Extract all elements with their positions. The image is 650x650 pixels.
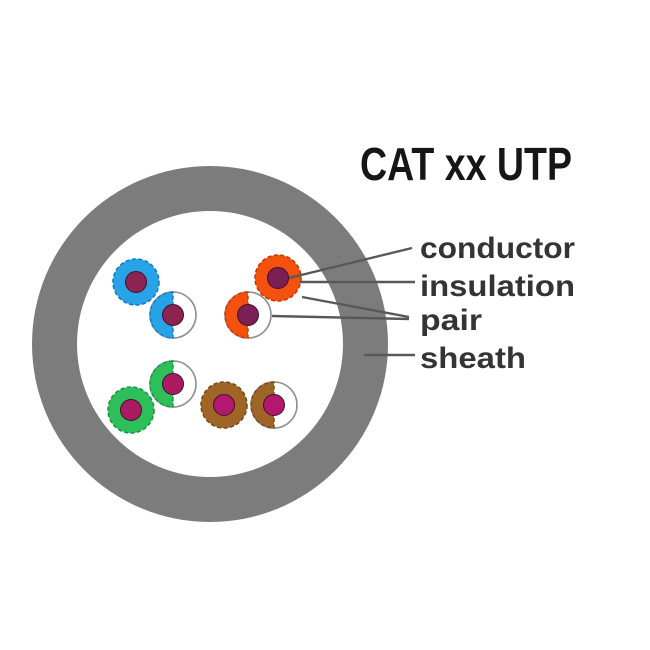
wire-pair-blue [112, 258, 197, 339]
wire-pair-green [107, 360, 197, 434]
orange-striped-wire-conductor [237, 304, 259, 326]
orange-solid-wire-conductor [267, 267, 289, 289]
label-sheath: sheath [420, 342, 526, 375]
wire-pair-brown [200, 381, 298, 429]
blue-striped-wire-color-half [149, 291, 174, 339]
diagram-title: CAT xx UTP [360, 138, 572, 190]
pair-pointer-line-solid [301, 295, 410, 319]
brown-solid-wire-conductor [213, 394, 235, 416]
brown-striped-wire-color-half [250, 381, 275, 429]
pair-pointer-line-striped [271, 314, 410, 321]
blue-solid-wire-conductor [125, 271, 147, 293]
wire-pair-orange [224, 254, 302, 339]
conductor-pointer-line [288, 246, 413, 280]
green-striped-wire-color-half [149, 360, 174, 408]
label-insulation: insulation [420, 270, 575, 303]
green-striped-wire-conductor [162, 373, 184, 395]
blue-striped-wire-conductor [162, 304, 184, 326]
label-pair: pair [420, 304, 482, 337]
brown-striped-wire-conductor [263, 394, 285, 416]
label-conductor: conductor [420, 232, 575, 265]
orange-striped-wire-color-half [224, 291, 249, 339]
cable-interior [77, 211, 343, 477]
green-solid-wire-conductor [120, 399, 142, 421]
